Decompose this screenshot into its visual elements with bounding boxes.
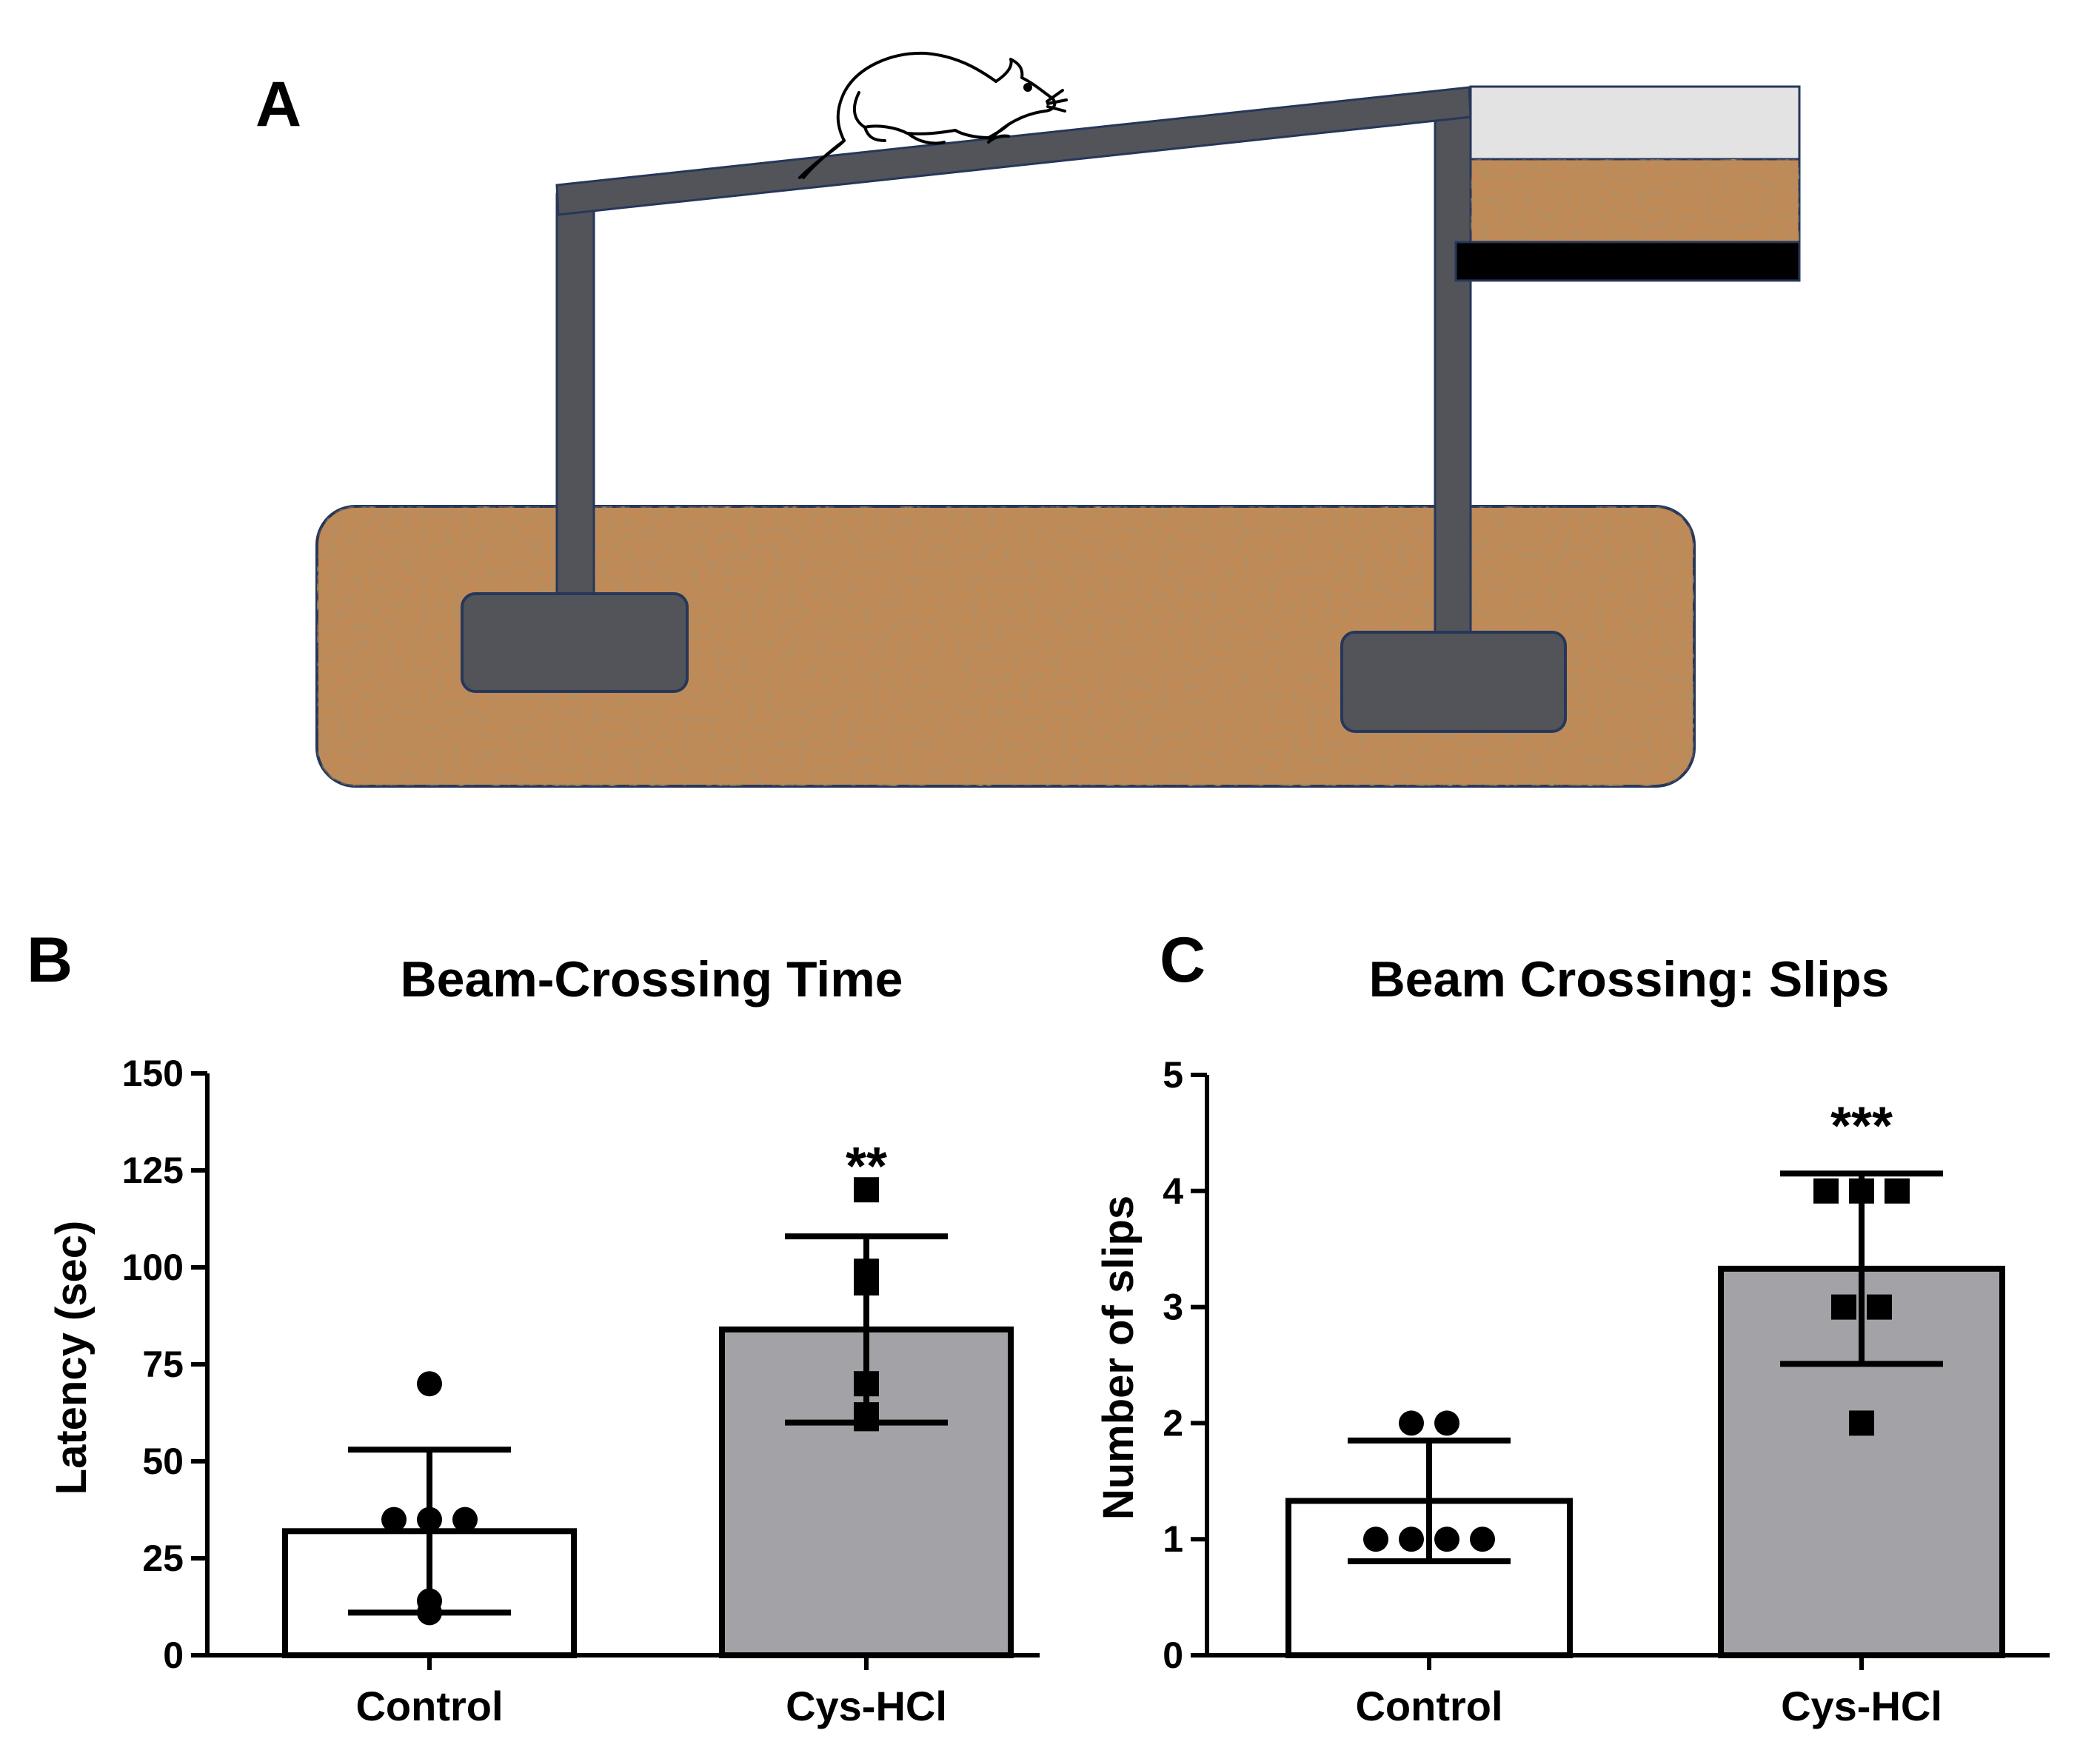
category-label: Cys-HCl	[786, 1683, 947, 1729]
data-point	[1885, 1178, 1910, 1204]
panel-letter-b: B	[27, 925, 73, 996]
panel-b: B Beam-Crossing Time Latency (sec) 0 25 50…	[27, 925, 1040, 1729]
significance-label: **	[846, 1137, 887, 1196]
chart-title-b: Beam-Crossing Time	[401, 951, 903, 1008]
goal-box-cork-texture	[1471, 159, 1799, 242]
data-point	[1434, 1526, 1459, 1552]
data-point	[1363, 1526, 1388, 1552]
data-point	[417, 1371, 442, 1397]
y-tick-label: 25	[142, 1538, 184, 1579]
data-point	[1849, 1178, 1874, 1204]
data-point	[417, 1506, 442, 1532]
y-tick-label: 5	[1163, 1054, 1183, 1096]
data-point	[417, 1600, 442, 1626]
y-tick-label: 2	[1163, 1402, 1183, 1444]
data-point	[1470, 1526, 1495, 1552]
y-axis-label-b: Latency (sec)	[47, 1221, 96, 1495]
y-tick-label: 4	[1163, 1170, 1183, 1212]
data-point	[1831, 1294, 1856, 1320]
data-point	[1434, 1410, 1459, 1436]
data-point	[452, 1506, 478, 1532]
y-tick-label: 75	[142, 1344, 184, 1385]
beam	[555, 86, 1472, 216]
data-point	[1849, 1410, 1874, 1436]
left-post	[555, 192, 595, 604]
data-point	[381, 1506, 407, 1532]
panel-letter-a: A	[255, 69, 301, 140]
y-tick-label: 0	[1163, 1635, 1183, 1676]
panel-letter-c: C	[1160, 925, 1206, 996]
y-tick-label: 0	[163, 1635, 184, 1676]
y-tick-label: 125	[122, 1150, 184, 1191]
data-point	[854, 1371, 879, 1397]
goal-box-base	[1454, 241, 1801, 282]
data-point	[1813, 1178, 1839, 1204]
goal-box-top	[1469, 85, 1801, 161]
data-point	[1867, 1294, 1892, 1320]
y-tick-label: 3	[1163, 1287, 1183, 1328]
left-foot	[461, 592, 689, 693]
chart-title-c: Beam Crossing: Slips	[1369, 951, 1890, 1008]
panel-a: A	[255, 51, 1801, 788]
data-point	[854, 1406, 879, 1432]
data-point	[1399, 1526, 1424, 1552]
category-label: Control	[1355, 1683, 1502, 1729]
y-tick-label: 50	[142, 1441, 184, 1482]
right-foot	[1340, 631, 1567, 733]
y-tick-label: 100	[122, 1247, 184, 1288]
data-point	[854, 1270, 879, 1296]
mouse-icon	[798, 51, 1068, 179]
y-tick-label: 150	[122, 1053, 184, 1094]
right-post	[1434, 102, 1472, 643]
category-label: Cys-HCl	[1781, 1683, 1942, 1729]
y-axis-label-c: Number of slips	[1094, 1196, 1143, 1520]
y-tick-label: 1	[1163, 1518, 1183, 1560]
significance-label: ***	[1830, 1096, 1893, 1156]
data-point	[1399, 1410, 1424, 1436]
panel-c: C Beam Crossing: Slips Number of slips 0…	[1094, 925, 2050, 1729]
data-point	[854, 1177, 879, 1203]
category-label: Control	[355, 1683, 503, 1729]
